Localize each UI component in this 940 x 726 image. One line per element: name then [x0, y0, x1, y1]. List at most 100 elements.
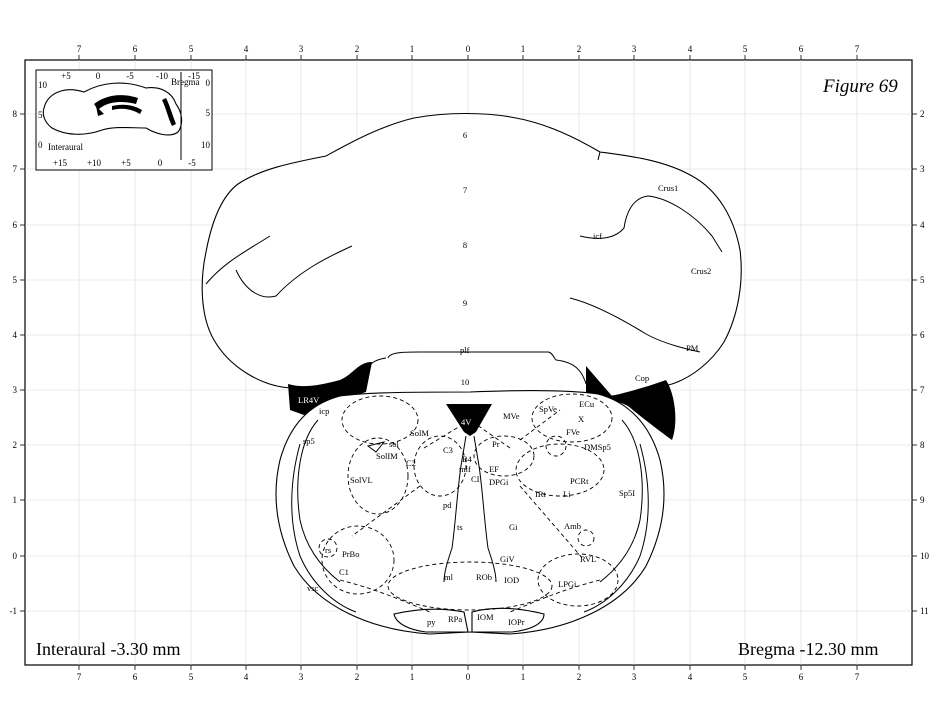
label-icp: icp [319, 406, 329, 416]
left-tick-label: 3 [13, 385, 18, 395]
inset-bregma-label: Bregma [171, 77, 200, 87]
left-tick-label: 2 [13, 440, 18, 450]
bottom-tick-label: 7 [855, 672, 860, 682]
top-tick-label: 3 [632, 44, 637, 54]
left-tick-label: 5 [13, 275, 18, 285]
label-lobule-8: 8 [463, 240, 467, 250]
left-tick-label: 4 [13, 330, 18, 340]
inset-top-label: +5 [61, 71, 71, 81]
inset-left-label: 5 [38, 110, 43, 120]
bottom-tick-label: 1 [521, 672, 526, 682]
bottom-tick-label: 1 [410, 672, 415, 682]
top-tick-label: 7 [855, 44, 860, 54]
label-crus1: Crus1 [658, 183, 678, 193]
bottom-tick-label: 0 [466, 672, 471, 682]
label-lr4v: LR4V [298, 395, 320, 405]
label-iom: IOM [477, 612, 494, 622]
label-c1: C1 [339, 567, 349, 577]
right-tick-label: 3 [920, 164, 925, 174]
bottom-tick-label: 3 [299, 672, 304, 682]
left-tick-label: 8 [13, 109, 18, 119]
inset-bottom-label: +15 [53, 158, 68, 168]
top-tick-label: 3 [299, 44, 304, 54]
label-irt: IRt [535, 489, 547, 499]
label-mlf: mlf [459, 464, 471, 474]
label-dmsp5: DMSp5 [584, 442, 611, 452]
right-tick-label: 11 [920, 606, 929, 616]
top-tick-label: 1 [521, 44, 526, 54]
label-sol: sol [389, 439, 400, 449]
figure-title: Figure 69 [822, 76, 898, 97]
left-tick-label: 1 [13, 495, 18, 505]
label-ecu: ECu [579, 399, 595, 409]
label-c2: C2 [406, 458, 416, 468]
bottom-tick-label: 3 [632, 672, 637, 682]
medulla [276, 391, 664, 634]
label-pm: PM [686, 343, 699, 353]
inset-right-label: 0 [206, 78, 211, 88]
right-tick-label: 2 [920, 109, 925, 119]
bregma-coordinate: Bregma -12.30 mm [738, 639, 878, 659]
inset-top-label: -5 [126, 71, 134, 81]
sagittal-inset: +50-5-10-15+15+10+50-510500510 Bregma In… [36, 70, 212, 170]
left-tick-label: 7 [13, 164, 18, 174]
label-lobule-6: 6 [463, 130, 467, 140]
label-ml: ml [444, 572, 454, 582]
top-tick-label: 2 [355, 44, 360, 54]
label-rs: rs [325, 545, 331, 555]
label-solm: SolM [410, 428, 429, 438]
label-fve: FVe [566, 427, 580, 437]
label-dpgi: DPGi [489, 477, 509, 487]
label-lobule-9: 9 [463, 298, 467, 308]
label-lpgi: LPGi [558, 579, 577, 589]
label-iod: IOD [504, 575, 519, 585]
top-tick-label: 5 [189, 44, 194, 54]
label-plf: plf [460, 345, 470, 355]
label-py: py [427, 617, 436, 627]
interaural-coordinate: Interaural -3.30 mm [36, 639, 180, 659]
label-ci: CI [471, 474, 480, 484]
label-rvl: RVL [580, 554, 596, 564]
bottom-tick-label: 4 [688, 672, 693, 682]
inset-right-label: 10 [201, 140, 211, 150]
label-solvl: SolVL [350, 475, 373, 485]
label-c3: C3 [443, 445, 453, 455]
inset-left-label: 10 [38, 80, 48, 90]
label-mve: MVe [503, 411, 520, 421]
bottom-tick-label: 2 [577, 672, 582, 682]
top-tick-label: 4 [244, 44, 249, 54]
label-lobule-10: 10 [461, 377, 470, 387]
label-prbo: PrBo [342, 549, 359, 559]
label-pcrt: PCRt [570, 476, 589, 486]
top-tick-label: 0 [466, 44, 471, 54]
top-tick-label: 2 [577, 44, 582, 54]
bottom-tick-label: 4 [244, 672, 249, 682]
bottom-tick-label: 5 [743, 672, 748, 682]
top-tick-label: 1 [410, 44, 415, 54]
label-x: X [578, 414, 584, 424]
bottom-tick-label: 7 [77, 672, 82, 682]
label-iopr: IOPr [508, 617, 525, 627]
inset-interaural-label: Interaural [48, 142, 83, 152]
inset-right-label: 5 [206, 108, 211, 118]
label-vsc: vsc [307, 583, 319, 593]
label-b4: B4 [462, 454, 473, 464]
label-lobule-7: 7 [463, 185, 467, 195]
right-tick-label: 10 [920, 551, 930, 561]
top-tick-label: 6 [799, 44, 804, 54]
label-pd: pd [443, 500, 452, 510]
label-spve: SpVe [539, 404, 557, 414]
label-pr: Pr [492, 439, 500, 449]
right-tick-label: 9 [920, 495, 925, 505]
top-tick-label: 5 [743, 44, 748, 54]
inset-bottom-label: -5 [188, 158, 196, 168]
bottom-tick-label: 5 [189, 672, 194, 682]
label-rpa: RPa [448, 614, 462, 624]
right-tick-label: 4 [920, 220, 925, 230]
right-tick-label: 5 [920, 275, 925, 285]
right-tick-label: 6 [920, 330, 925, 340]
top-tick-label: 6 [133, 44, 138, 54]
top-tick-label: 7 [77, 44, 82, 54]
